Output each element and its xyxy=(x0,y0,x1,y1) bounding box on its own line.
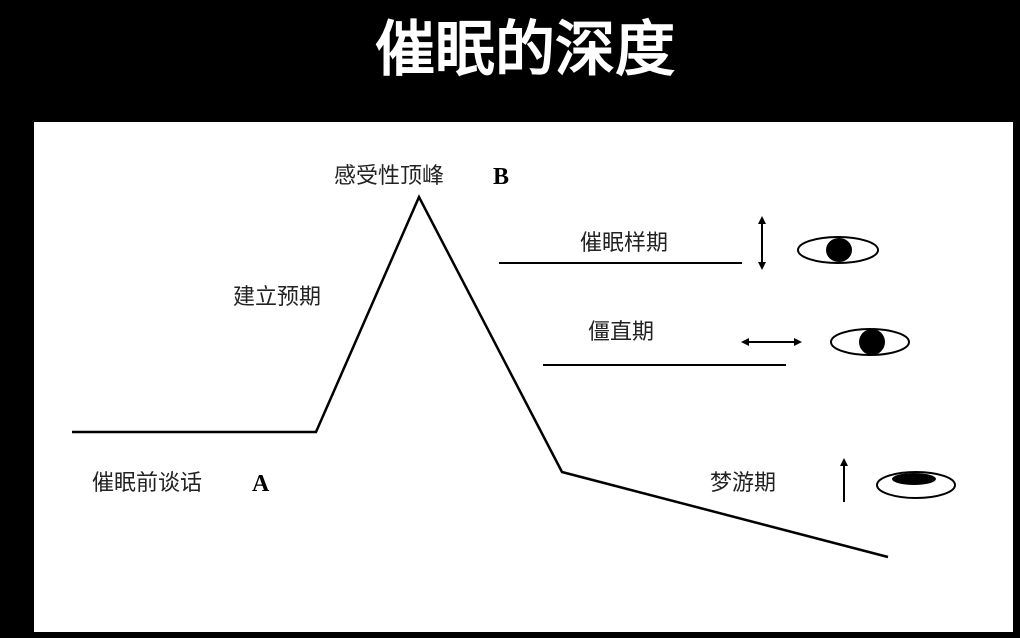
label-catalepsy: 僵直期 xyxy=(588,320,654,345)
page-title: 催眠的深度 xyxy=(375,15,675,85)
label-somnambulism: 梦游期 xyxy=(710,471,776,496)
label-build-expectation: 建立预期 xyxy=(233,285,321,310)
eye-open-icon xyxy=(830,328,910,356)
eye-half-closed-icon xyxy=(876,471,956,499)
eye-open-icon xyxy=(797,236,879,264)
label-point-b: B xyxy=(493,164,509,190)
depth-curve xyxy=(72,194,889,559)
label-hypnoid: 催眠样期 xyxy=(580,231,668,256)
label-pre-talk: 催眠前谈话 xyxy=(92,471,202,496)
label-peak: 感受性顶峰 xyxy=(334,164,444,189)
label-point-a: A xyxy=(252,471,270,497)
